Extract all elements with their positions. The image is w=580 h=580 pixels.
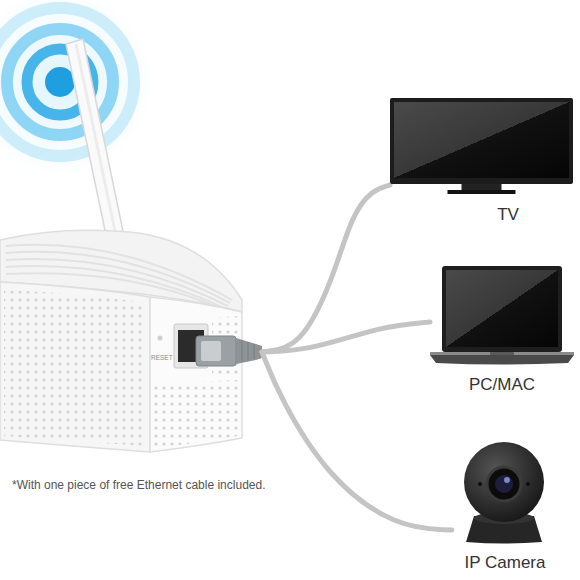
laptop-base (430, 355, 574, 365)
plug-boot (236, 338, 262, 364)
extender-front (150, 297, 242, 452)
antenna (66, 39, 124, 240)
laptop-icon (430, 266, 574, 366)
footnote: *With one piece of free Ethernet cable i… (12, 478, 266, 492)
reset-hole (158, 336, 163, 341)
camera-base (466, 516, 542, 544)
antenna-body (66, 39, 124, 240)
camera-device: IP Camera (452, 438, 556, 575)
plug-clip (201, 341, 221, 361)
tv-bezel (390, 98, 573, 184)
tv-screen (394, 102, 569, 178)
lens-glint (504, 477, 510, 483)
ethernet-cable (262, 352, 452, 530)
plug-body (196, 336, 236, 366)
vent-holes (4, 290, 146, 446)
laptop-screen (446, 270, 558, 347)
camera-collar (474, 512, 534, 524)
camera-icon (452, 438, 556, 544)
wifi-ring (0, 8, 134, 156)
ethernet-cable (262, 322, 430, 352)
device-label: PC/MAC (430, 375, 574, 395)
camera-head (464, 442, 544, 522)
boot-ribs (242, 340, 254, 362)
ethernet-plug (196, 336, 262, 366)
ethernet-cable (262, 185, 390, 352)
extender-body (0, 230, 242, 452)
laptop-device: PC/MAC (430, 266, 574, 397)
device-label: TV (415, 205, 580, 225)
laptop-notch (490, 352, 514, 355)
laptop-lid (442, 266, 562, 352)
extender-side (0, 282, 150, 452)
laptop-deck (430, 352, 574, 355)
wifi-core (45, 67, 75, 97)
wifi-extender: RESET (0, 225, 262, 450)
camera-sensor (526, 482, 530, 486)
port-label: RESET (151, 355, 173, 362)
antenna-shade (76, 44, 116, 236)
camera-lens (495, 475, 513, 493)
camera-sensor (478, 482, 482, 486)
tv-stand (462, 184, 502, 190)
tv-device: TV (390, 98, 576, 227)
tv-icon (390, 98, 576, 196)
device-label: IP Camera (453, 553, 557, 573)
vent-holes (154, 380, 238, 448)
camera-lens-ring (487, 467, 521, 501)
tv-base (448, 190, 516, 194)
